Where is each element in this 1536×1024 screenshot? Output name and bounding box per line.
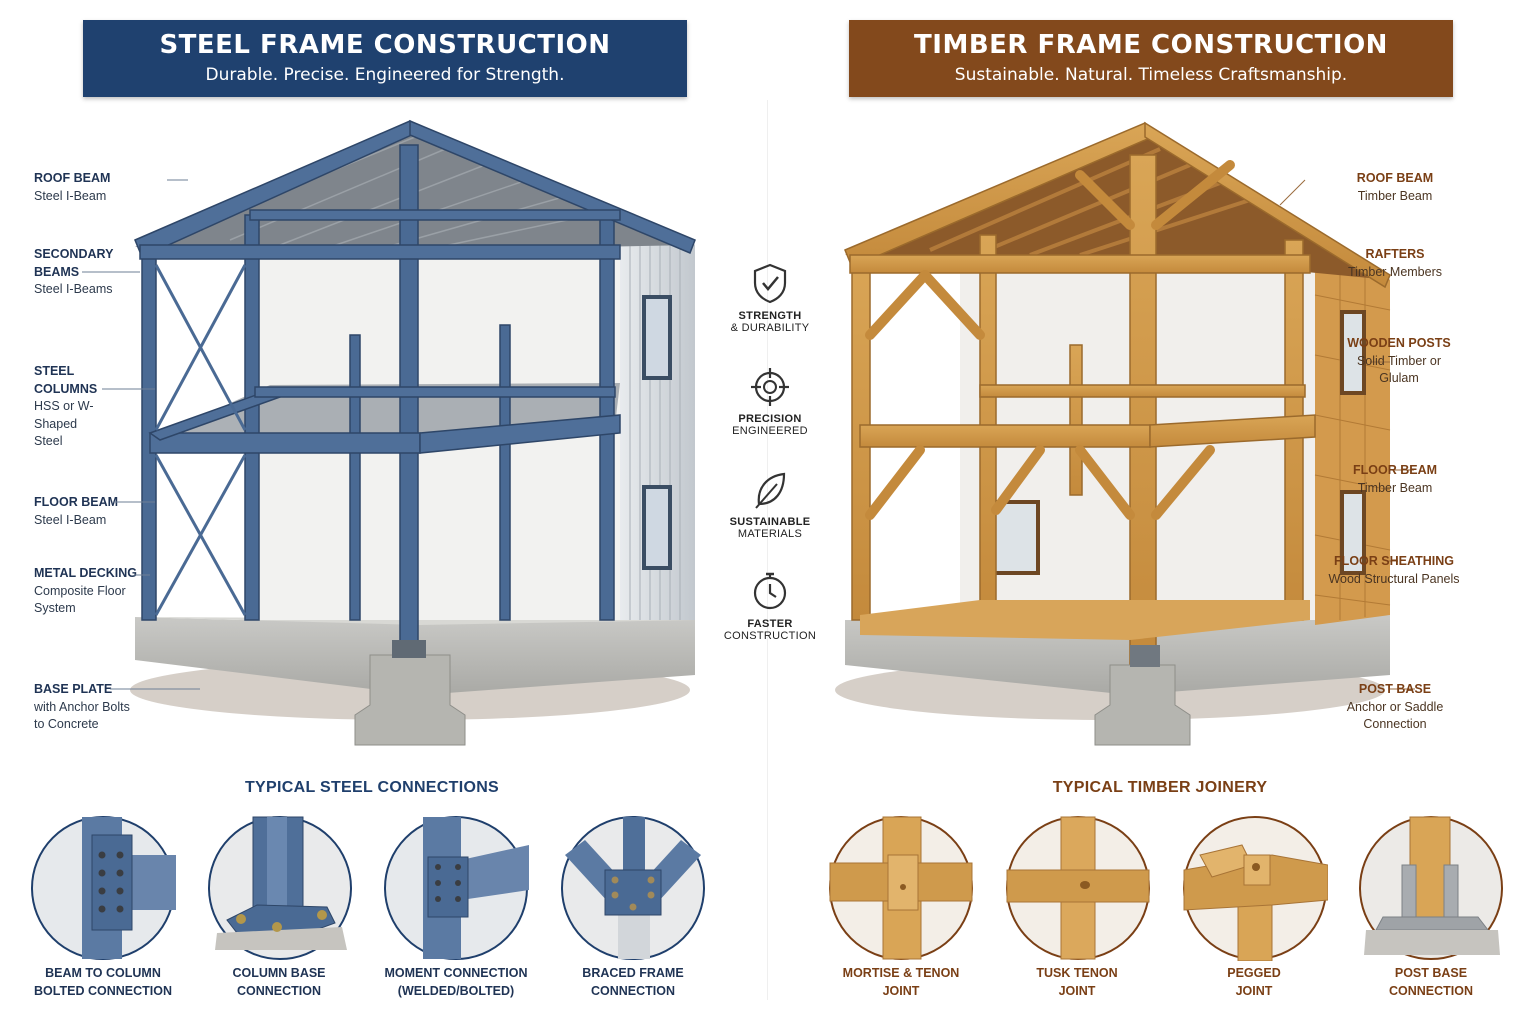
label-sub: Timber Members (1348, 264, 1442, 279)
label-heading: FLOOR BEAM (34, 495, 119, 509)
steel-title: STEEL FRAME CONSTRUCTION (159, 30, 611, 60)
caption-line1: TUSK TENON (1036, 966, 1118, 980)
timber-label-post-base: POST BASE Anchor or Saddle Connection (1330, 681, 1460, 734)
label-sub: Steel I-Beam (34, 512, 107, 527)
steel-label-base-plate: BASE PLATE with Anchor Bolts to Concrete (34, 681, 139, 734)
steel-connections-heading: TYPICAL STEEL CONNECTIONS (244, 779, 500, 796)
steel-frame-building-illustration (130, 119, 696, 746)
timber-label-rafters: RAFTERS Timber Members (1330, 246, 1460, 281)
feature-line1: STRENGTH (738, 310, 802, 322)
label-heading: ROOF BEAM (1356, 171, 1434, 185)
label-heading: METAL DECKING (34, 566, 138, 580)
label-heading: RAFTERS (1365, 247, 1425, 261)
caption-line1: PEGGED (1227, 966, 1281, 980)
post-base-connection-image (1359, 816, 1503, 960)
caption-line1: POST BASE (1394, 966, 1468, 980)
label-heading: STEEL COLUMNS (34, 364, 98, 396)
caption-line1: MORTISE & TENON (842, 966, 960, 980)
steel-title-banner: STEEL FRAME CONSTRUCTION Durable. Precis… (83, 20, 687, 97)
feature-line2: MATERIALS (737, 528, 803, 540)
caption-line1: COLUMN BASE (232, 966, 326, 980)
caption-line2: JOINT (882, 984, 920, 998)
steel-label-secondary-beams: SECONDARY BEAMS Steel I-Beams (34, 246, 114, 299)
label-heading: FLOOR BEAM (1352, 463, 1438, 477)
leaf-icon (755, 472, 786, 509)
feature-line1: FASTER (747, 618, 793, 630)
label-heading: BASE PLATE (34, 682, 113, 696)
timber-subtitle: Sustainable. Natural. Timeless Craftsman… (954, 65, 1348, 85)
feature-line2: CONSTRUCTION (723, 630, 817, 642)
label-sub: HSS or W-Shaped Steel (34, 399, 94, 448)
label-sub: Timber Beam (1357, 480, 1433, 495)
steel-subtitle: Durable. Precise. Engineered for Strengt… (205, 65, 565, 85)
steel-label-floor-beam: FLOOR BEAM Steel I-Beam (34, 494, 149, 529)
mortise-tenon-joint-image (829, 816, 973, 960)
label-sub: Steel I-Beam (34, 188, 107, 203)
pegged-joint-image (1183, 816, 1328, 961)
center-divider (767, 100, 768, 1000)
feature-strength: STRENGTH & DURABILITY (720, 262, 820, 334)
beam-to-column-connection-image (31, 816, 176, 960)
column-base-connection-image (208, 816, 352, 960)
feature-line1: SUSTAINABLE (729, 516, 811, 528)
timber-frame-building-illustration (835, 121, 1391, 746)
caption-line2: CONNECTION (236, 984, 322, 998)
label-sub: Steel I-Beams (34, 282, 113, 296)
timber-title: TIMBER FRAME CONSTRUCTION (914, 30, 1388, 60)
label-sub: Solid Timber or Glulam (1356, 353, 1442, 386)
steel-caption-moment: MOMENT CONNECTION (WELDED/BOLTED) (371, 964, 541, 1000)
feature-precision: PRECISION ENGINEERED (720, 367, 820, 437)
steel-label-steel-columns: STEEL COLUMNS HSS or W-Shaped Steel (34, 363, 104, 451)
caption-line2: JOINT (1235, 984, 1273, 998)
feature-line1: PRECISION (738, 413, 802, 425)
label-sub: Wood Structural Panels (1328, 571, 1460, 586)
moment-connection-image (384, 816, 529, 960)
caption-line1: BEAM TO COLUMN (45, 966, 161, 980)
label-heading: WOODEN POSTS (1347, 336, 1451, 350)
timber-caption-post-base: POST BASE CONNECTION (1346, 964, 1516, 1000)
tusk-tenon-joint-image (1006, 816, 1150, 960)
feature-sustainable: SUSTAINABLE MATERIALS (720, 470, 820, 540)
timber-caption-tusk-tenon: TUSK TENON JOINT (992, 964, 1162, 1000)
steel-caption-beam-to-column: BEAM TO COLUMN BOLTED CONNECTION (18, 964, 188, 1000)
caption-line2: CONNECTION (1388, 984, 1474, 998)
caption-line2: CONNECTION (590, 984, 676, 998)
feature-faster: FASTER CONSTRUCTION (720, 570, 820, 642)
timber-caption-pegged: PEGGED JOINT (1169, 964, 1339, 1000)
feature-line2: & DURABILITY (730, 322, 810, 334)
timber-label-floor-sheathing: FLOOR SHEATHING Wood Structural Panels (1324, 553, 1464, 588)
label-sub: Timber Beam (1357, 188, 1433, 203)
feature-line2: ENGINEERED (732, 425, 808, 437)
timber-joinery-heading: TYPICAL TIMBER JOINERY (1052, 779, 1268, 796)
steel-label-metal-decking: METAL DECKING Composite Floor System (34, 565, 139, 618)
timber-label-floor-beam: FLOOR BEAM Timber Beam (1330, 462, 1460, 497)
caption-line1: MOMENT CONNECTION (384, 966, 528, 980)
timber-caption-mortise-tenon: MORTISE & TENON JOINT (816, 964, 986, 1000)
timber-label-wooden-posts: WOODEN POSTS Solid Timber or Glulam (1344, 335, 1454, 388)
label-sub: Anchor or Saddle Connection (1346, 699, 1444, 732)
caption-line2: BOLTED CONNECTION (34, 984, 172, 998)
timber-title-banner: TIMBER FRAME CONSTRUCTION Sustainable. N… (849, 20, 1453, 97)
label-heading: POST BASE (1358, 682, 1432, 696)
steel-label-roof-beam: ROOF BEAM Steel I-Beam (34, 170, 149, 205)
braced-frame-connection-image (561, 816, 705, 960)
crosshair-icon (751, 368, 789, 406)
caption-line2: JOINT (1058, 984, 1096, 998)
steel-caption-braced-frame: BRACED FRAME CONNECTION (548, 964, 718, 1000)
label-heading: ROOF BEAM (34, 171, 111, 185)
label-heading: SECONDARY BEAMS (34, 247, 114, 279)
label-heading: FLOOR SHEATHING (1334, 554, 1454, 568)
shield-check-icon (753, 263, 787, 304)
steel-caption-column-base: COLUMN BASE CONNECTION (194, 964, 364, 1000)
caption-line1: BRACED FRAME (582, 966, 684, 980)
label-sub: Composite Floor System (34, 583, 126, 616)
caption-line2: (WELDED/BOLTED) (397, 984, 515, 998)
stopwatch-icon (753, 572, 787, 610)
label-sub: with Anchor Bolts to Concrete (34, 699, 130, 732)
timber-label-roof-beam: ROOF BEAM Timber Beam (1330, 170, 1460, 205)
